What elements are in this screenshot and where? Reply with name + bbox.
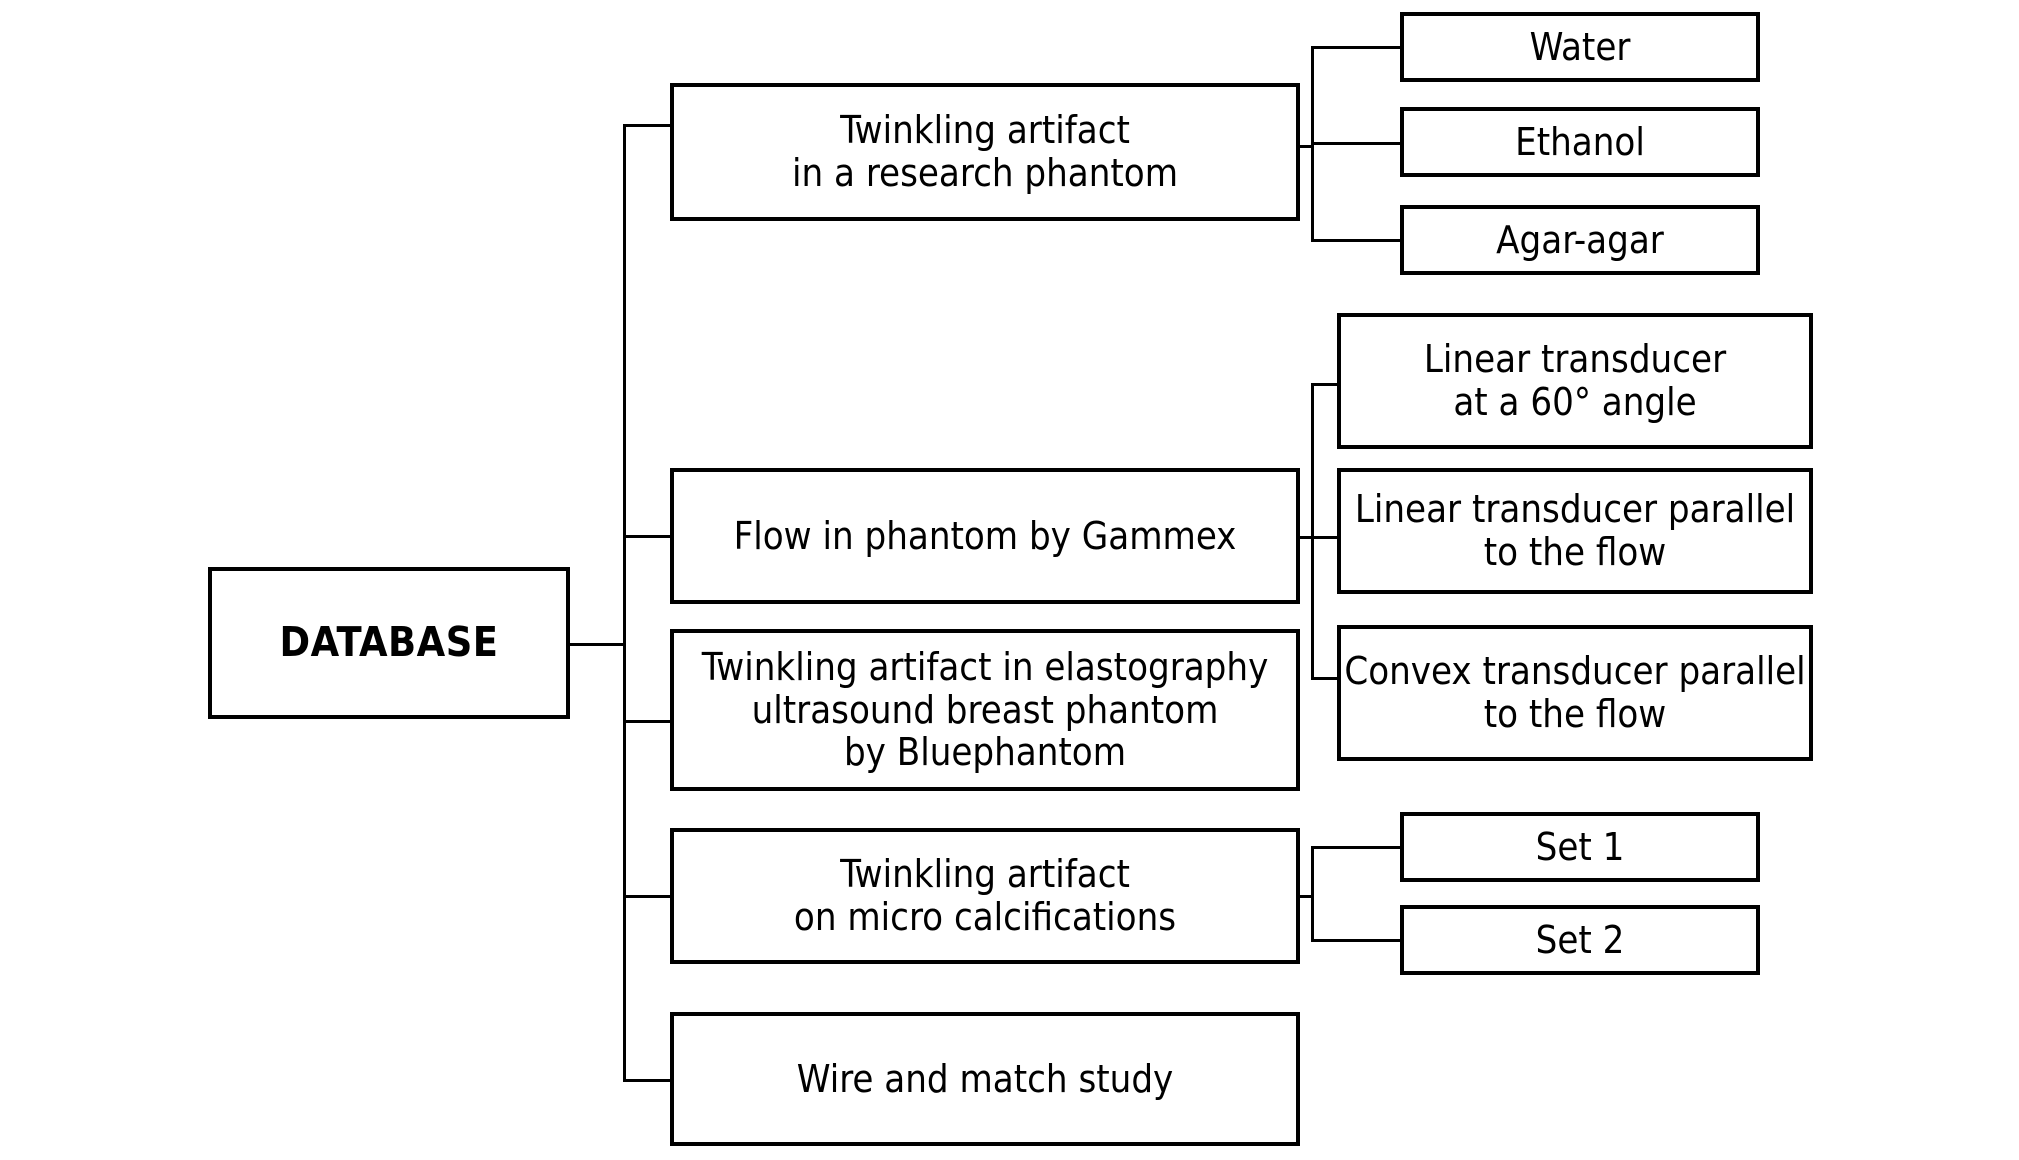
connector-trunk-to-micro-calcifications	[623, 895, 672, 898]
connector-research-phantom-out	[1296, 145, 1314, 148]
connector-group2-to-convex-parallel	[1311, 677, 1339, 680]
node-ethanol[interactable]: Ethanol	[1400, 107, 1760, 177]
connector-group2-to-linear60	[1311, 383, 1339, 386]
connector-group4-to-set1	[1311, 846, 1403, 849]
connector-flow-gammex-out	[1296, 536, 1314, 539]
connector-trunk-to-research-phantom	[623, 124, 672, 127]
node-twinkling-micro-calcifications[interactable]: Twinkling artifact on micro calcificatio…	[670, 828, 1300, 964]
connector-trunk-to-flow-gammex	[623, 535, 672, 538]
connector-group4-subtrunk	[1311, 846, 1314, 942]
connector-group1-to-agar	[1311, 239, 1403, 242]
node-twinkling-research-phantom[interactable]: Twinkling artifact in a research phantom	[670, 83, 1300, 221]
connector-group2-subtrunk	[1311, 383, 1314, 679]
node-convex-transducer-parallel[interactable]: Convex transducer parallel to the flow	[1337, 625, 1813, 761]
node-wire-and-match-study[interactable]: Wire and match study	[670, 1012, 1300, 1146]
connector-root-to-trunk	[568, 643, 626, 646]
connector-group4-to-set2	[1311, 939, 1403, 942]
node-set-2[interactable]: Set 2	[1400, 905, 1760, 975]
connector-trunk-to-wire-match	[623, 1079, 672, 1082]
node-set-1[interactable]: Set 1	[1400, 812, 1760, 882]
connector-group2-to-linear-parallel	[1311, 536, 1339, 539]
connector-main-trunk	[623, 124, 626, 1080]
connector-group1-to-ethanol	[1311, 142, 1403, 145]
node-water[interactable]: Water	[1400, 12, 1760, 82]
node-twinkling-elastography-bluephantom[interactable]: Twinkling artifact in elastography ultra…	[670, 629, 1300, 791]
node-flow-in-phantom-gammex[interactable]: Flow in phantom by Gammex	[670, 468, 1300, 604]
connector-micro-calcifications-out	[1296, 895, 1314, 898]
node-linear-transducer-60-angle[interactable]: Linear transducer at a 60° angle	[1337, 313, 1813, 449]
node-agar-agar[interactable]: Agar-agar	[1400, 205, 1760, 275]
node-database-root[interactable]: DATABASE	[208, 567, 570, 719]
node-linear-transducer-parallel[interactable]: Linear transducer parallel to the flow	[1337, 468, 1813, 594]
connector-trunk-to-elastography	[623, 720, 672, 723]
connector-group1-to-water	[1311, 46, 1403, 49]
